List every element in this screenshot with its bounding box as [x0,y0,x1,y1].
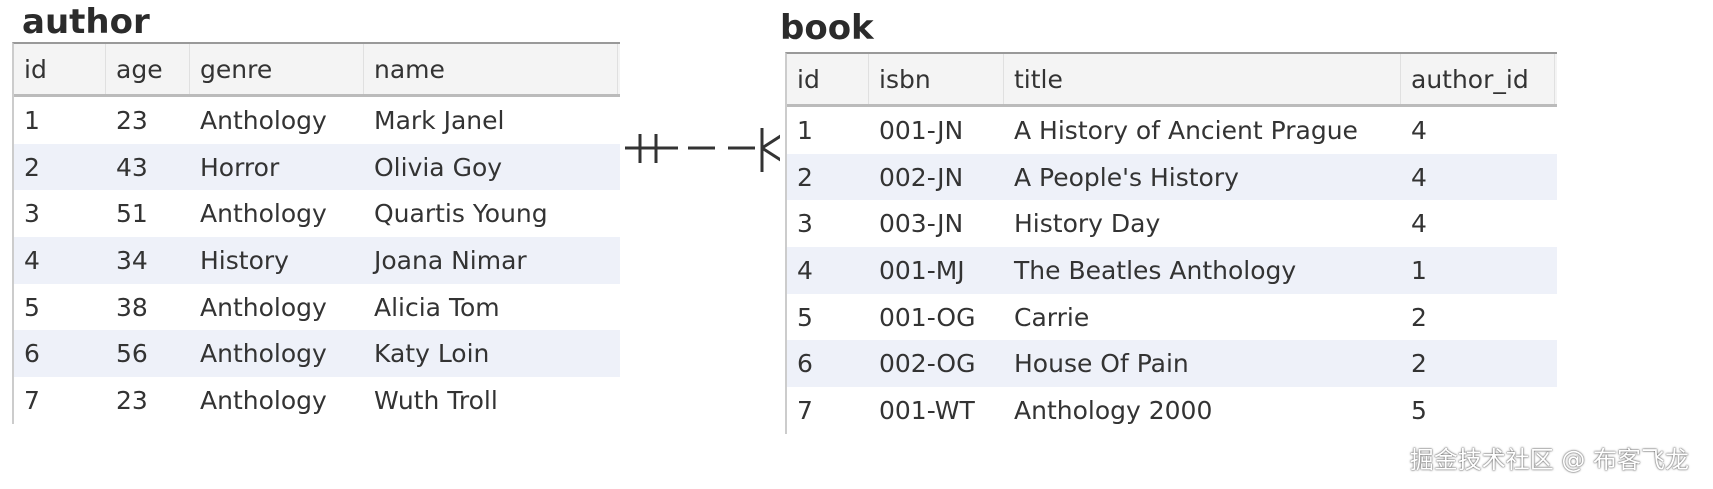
table-cell: 001-WT [879,395,975,425]
table-row: 3 003-JN History Day 4 [787,200,1557,247]
table-row: 4 001-MJ The Beatles Anthology 1 [787,247,1557,294]
table-row: 5 38 Anthology Alicia Tom [14,284,620,331]
table-cell: 7 [797,395,813,425]
author-table-title: author [22,2,150,42]
table-row: 2 002-JN A People's History 4 [787,153,1557,201]
table-row: 3 51 Anthology Quartis Young [14,190,620,237]
column-header: title [1004,54,1401,104]
table-cell: 2 [1411,302,1427,332]
table-cell: 43 [116,152,148,182]
table-row: 7 001-WT Anthology 2000 5 [787,387,1557,434]
table-cell: 6 [24,339,40,369]
table-cell: History [200,245,289,275]
table-cell: History Day [1014,209,1161,239]
table-cell: 7 [24,385,40,415]
table-cell: Wuth Troll [374,385,498,415]
table-cell: 4 [1411,162,1427,192]
table-cell: Anthology [200,199,327,229]
table-cell: 4 [24,245,40,275]
column-header: author_id [1401,54,1555,104]
table-cell: 5 [1411,395,1427,425]
table-cell: 2 [797,162,813,192]
watermark: 掘金技术社区 @ 布客飞龙 [1409,446,1689,474]
table-cell: 001-OG [879,302,976,332]
book-table-title: book [780,8,874,48]
table-cell: A People's History [1014,162,1239,192]
table-row: 6 56 Anthology Katy Loin [14,330,620,378]
table-row: 1 23 Anthology Mark Janel [14,97,620,144]
table-row: 6 002-OG House Of Pain 2 [787,340,1557,388]
table-cell: Anthology [200,385,327,415]
table-cell: 003-JN [879,209,964,239]
table-cell: 001-JN [879,115,964,145]
table-cell: 51 [116,199,148,229]
column-header: isbn [869,54,1004,104]
table-cell: 3 [797,209,813,239]
table-cell: 4 [797,255,813,285]
table-cell: 5 [24,292,40,322]
table-cell: Anthology [200,105,327,135]
column-header: name [364,44,618,94]
table-cell: Horror [200,152,280,182]
table-cell: 2 [24,152,40,182]
table-row: 4 34 History Joana Nimar [14,237,620,284]
table-row: 2 43 Horror Olivia Goy [14,143,620,191]
table-cell: 1 [24,105,40,135]
one-to-many-connector [625,128,780,172]
table-cell: 38 [116,292,148,322]
table-cell: 3 [24,199,40,229]
table-cell: Anthology [200,339,327,369]
table-cell: 4 [1411,115,1427,145]
table-cell: The Beatles Anthology [1014,255,1297,285]
table-cell: A History of Ancient Prague [1014,115,1358,145]
table-cell: 6 [797,349,813,379]
table-cell: 2 [1411,349,1427,379]
table-cell: 1 [797,115,813,145]
table-cell: Alicia Tom [374,292,500,322]
table-cell: 23 [116,105,148,135]
table-cell: Mark Janel [374,105,505,135]
column-header: id [787,54,869,104]
table-cell: Katy Loin [374,339,490,369]
table-cell: 23 [116,385,148,415]
table-cell: Anthology [200,292,327,322]
table-cell: 002-OG [879,349,976,379]
table-row: 5 001-OG Carrie 2 [787,294,1557,341]
table-cell: Quartis Young [374,199,548,229]
column-header: age [106,44,190,94]
table-cell: Joana Nimar [374,245,527,275]
table-cell: 001-MJ [879,255,965,285]
table-cell: 5 [797,302,813,332]
table-cell: 4 [1411,209,1427,239]
table-cell: House Of Pain [1014,349,1189,379]
table-row: 1 001-JN A History of Ancient Prague 4 [787,107,1557,154]
table-cell: 002-JN [879,162,964,192]
table-cell: Olivia Goy [374,152,503,182]
table-cell: Carrie [1014,302,1090,332]
table-cell: 34 [116,245,148,275]
table-cell: 56 [116,339,148,369]
table-cell: Anthology 2000 [1014,395,1213,425]
column-header: genre [190,44,364,94]
column-header: id [14,44,106,94]
table-cell: 1 [1411,255,1427,285]
table-row: 7 23 Anthology Wuth Troll [14,377,620,424]
